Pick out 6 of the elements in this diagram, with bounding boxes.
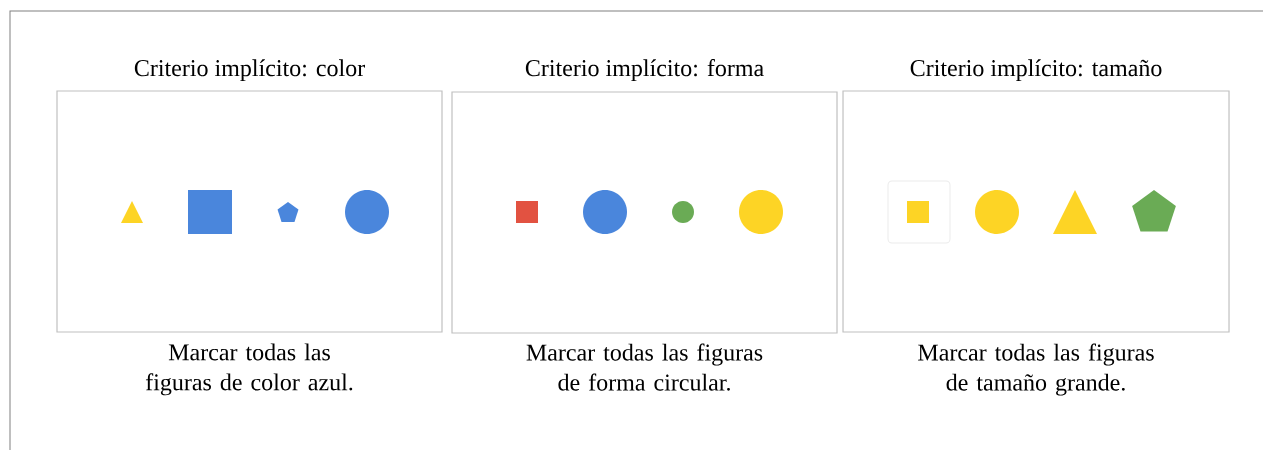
panel-heading: Criterio implícito: forma [525,59,764,82]
panel-heading: Criterio implícito: color [134,59,365,82]
caption-text: Marcar todas las figuras de tamaño grande. [918,343,1154,396]
caption-text: Marcar todas las figuras de forma circular. [526,343,763,391]
caption-text: Marcar todas las figuras de color azul. [145,343,353,396]
panel-heading: Criterio implícito: tamaño [910,59,1162,82]
